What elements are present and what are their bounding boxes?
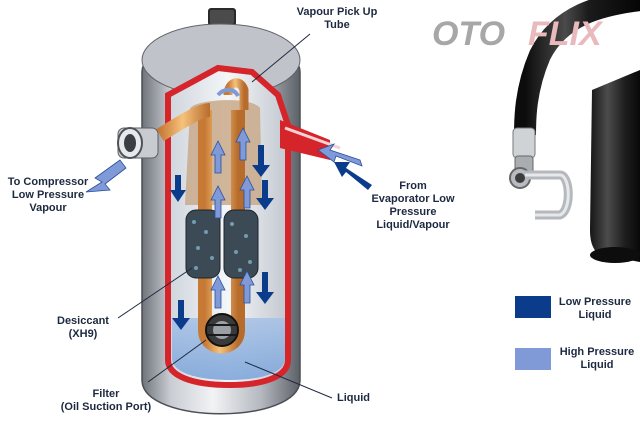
brand-prefix: OTO [432,15,505,53]
vapour-pickup-label: Vapour Pick Up Tube [296,6,378,31]
to-compressor-label: To Compressor Low Pressure Vapour [7,176,89,214]
legend-label-low: Low Pressure Liquid [558,296,632,321]
hose-photo [509,0,640,263]
legend-swatch-high [515,348,551,370]
brand-logo: OTO FLIX [432,14,622,54]
legend-label-high: High Pressure Liquid [559,346,635,371]
brand-suffix: FLIX [528,15,604,53]
leader-lines [117,33,333,399]
outlet-port [117,127,159,159]
filter-label: Filter (Oil Suction Port) [60,388,152,413]
liquid-label: Liquid [337,392,370,404]
brand-wordmark: OTO FLIX [432,15,604,53]
drier-cutaway [156,64,291,389]
high-pressure-arrows [85,87,363,309]
desiccant-label: Desiccant (XH9) [57,315,109,340]
from-evaporator-label: From Evaporator Low Pressure Liquid/Vapo… [371,180,455,231]
low-pressure-arrows [170,145,372,330]
legend-swatch-low [515,296,551,318]
